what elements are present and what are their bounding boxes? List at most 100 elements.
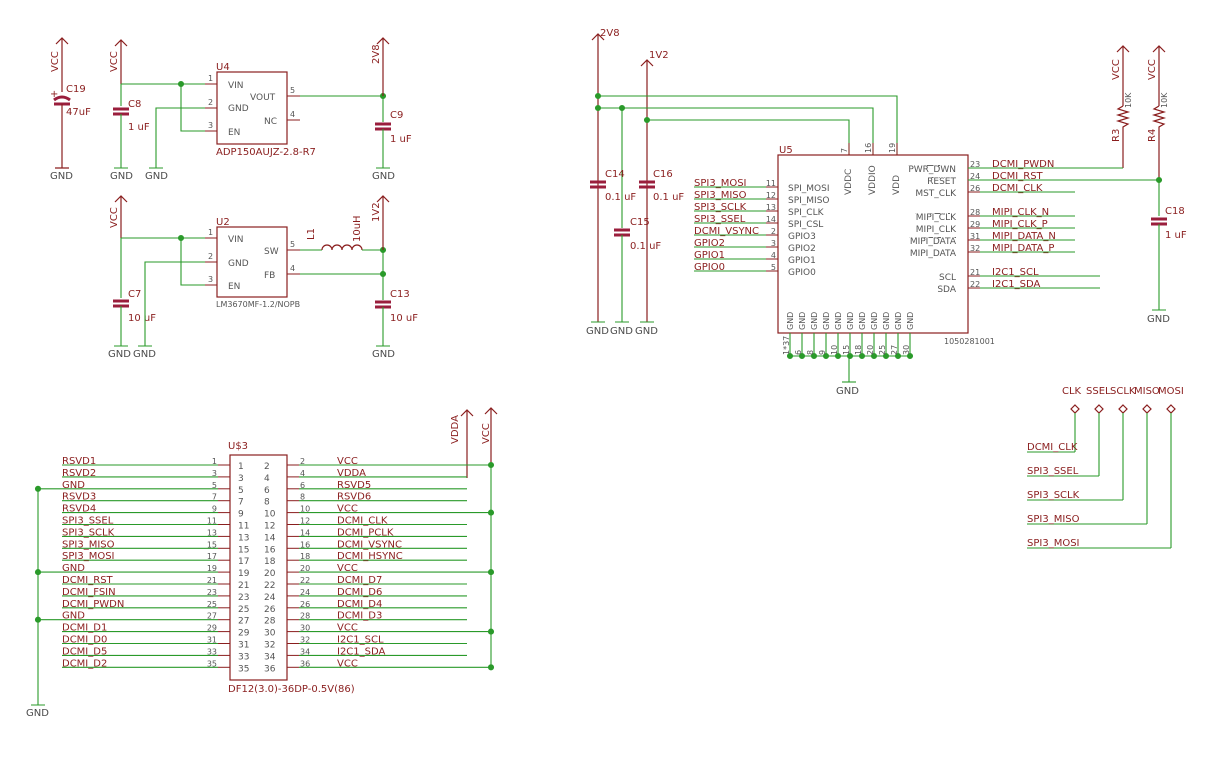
u5-pin-number: 11 bbox=[766, 179, 776, 188]
c19-value: 47uF bbox=[66, 107, 91, 118]
connector-pin-number: 12 bbox=[300, 517, 310, 526]
u4-part: ADP150AUJZ-2.8-R7 bbox=[216, 147, 316, 158]
connector-vcc-junction bbox=[487, 628, 495, 635]
connector-inner-pin: 29 bbox=[238, 629, 250, 639]
u2-part: LM3670MF-1.2/NOPB bbox=[216, 300, 300, 309]
connector-left-net-label: SPI3_SCLK bbox=[62, 527, 115, 538]
testpoint-pad bbox=[1166, 404, 1176, 414]
connector-inner-pin: 4 bbox=[264, 474, 270, 484]
u5-pin-name: GPIO3 bbox=[788, 232, 816, 242]
svg-text:3: 3 bbox=[208, 275, 213, 284]
u5-gnd-pin-name: GND bbox=[810, 312, 819, 330]
connector-pin-number: 20 bbox=[300, 564, 310, 573]
svg-text:5: 5 bbox=[290, 240, 295, 249]
connector-inner-pin: 14 bbox=[264, 533, 276, 543]
u5-gnd-pin-number: 30 bbox=[902, 345, 911, 355]
svg-text:EN: EN bbox=[228, 282, 240, 292]
connector-right-net-label: VCC bbox=[337, 658, 358, 669]
svg-text:NC: NC bbox=[264, 117, 277, 127]
connector-vcc-label: VCC bbox=[481, 423, 492, 444]
u2-vcc-label: VCC bbox=[109, 207, 120, 228]
svg-text:GND: GND bbox=[228, 259, 249, 269]
u5-pin-number: 14 bbox=[766, 215, 776, 224]
u4-regulator: VCC C8 1 uF GND GND U4 ADP150AUJZ-2.8-R7… bbox=[109, 37, 412, 182]
u5-name: U5 bbox=[779, 145, 793, 156]
u5-right-net-label: DCMI_CLK bbox=[992, 183, 1043, 194]
u5-pin-name: SPI_CSL bbox=[788, 220, 823, 230]
connector-pin-number: 14 bbox=[300, 528, 310, 537]
connector-right-net-label: RSVD5 bbox=[337, 480, 371, 491]
l1-name: L1 bbox=[306, 228, 317, 240]
connector-pin-number: 33 bbox=[207, 647, 217, 656]
connector-part: DF12(3.0)-36DP-0.5V(86) bbox=[228, 684, 355, 695]
u5-pin-number: 4 bbox=[771, 251, 776, 260]
u5-pin-number: 21 bbox=[970, 268, 980, 277]
u5-left-net-label: SPI3_SCLK bbox=[694, 202, 747, 213]
u5-pin-name: SCL bbox=[939, 273, 956, 283]
svg-text:VCC: VCC bbox=[1147, 59, 1158, 80]
svg-text:1: 1 bbox=[208, 228, 213, 237]
svg-text:GND: GND bbox=[1147, 314, 1170, 325]
u5-pin-number: 23 bbox=[970, 160, 980, 169]
connector-inner-pin: 2 bbox=[264, 462, 270, 472]
u5-pin-number: 5 bbox=[771, 263, 776, 272]
c9-gnd-label: GND bbox=[372, 171, 395, 182]
u2-name: U2 bbox=[216, 217, 230, 228]
connector-inner-pin: 28 bbox=[264, 617, 276, 627]
u4-name: U4 bbox=[216, 62, 230, 73]
connector-right-net-label: VCC bbox=[337, 623, 358, 634]
connector-vcc-junction bbox=[487, 509, 495, 516]
u5-gnd-pin-name: GND bbox=[870, 312, 879, 330]
u5-right-net-label: MIPI_DATA_P bbox=[992, 243, 1054, 254]
connector-right-net-label: DCMI_HSYNC bbox=[337, 551, 403, 562]
u5-pin-name: MIPI_DATA bbox=[910, 237, 957, 247]
connector-u3: U$3 DF12(3.0)-36DP-0.5V(86) VDDA VCC RSV… bbox=[26, 407, 498, 719]
connector-inner-pin: 21 bbox=[238, 581, 249, 591]
connector-inner-pin: 11 bbox=[238, 522, 249, 532]
connector-vcc-junction bbox=[487, 664, 495, 671]
connector-pin-number: 19 bbox=[207, 564, 217, 573]
u5-gnd-pin-number: 6 bbox=[794, 350, 803, 355]
connector-left-net-label: RSVD2 bbox=[62, 468, 96, 479]
u5-gnd-pin-number: 20 bbox=[866, 345, 875, 355]
connector-pin-number: 5 bbox=[212, 481, 217, 490]
c13-name: C13 bbox=[390, 289, 410, 300]
u5-pin-name: SPI_MOSI bbox=[788, 184, 830, 194]
connector-right-net-label: VCC bbox=[337, 456, 358, 467]
connector-left-net-label: GND bbox=[62, 480, 85, 491]
connector-pin-number: 36 bbox=[300, 659, 310, 668]
connector-pin-number: 34 bbox=[300, 647, 310, 656]
u5-gnd-pin-number: 1*37 bbox=[782, 336, 791, 355]
svg-text:FB: FB bbox=[264, 271, 275, 281]
connector-vdda-label: VDDA bbox=[450, 415, 461, 444]
u5-pin-name: SDA bbox=[937, 285, 956, 295]
connector-inner-pin: 33 bbox=[238, 652, 249, 662]
connector-pin-number: 25 bbox=[207, 600, 217, 609]
u5-gnd-pin-number: 18 bbox=[854, 345, 863, 355]
connector-inner-pin: 5 bbox=[238, 486, 244, 496]
testpoint-pad bbox=[1094, 404, 1104, 414]
connector-left-net-label: DCMI_D5 bbox=[62, 646, 107, 657]
connector-inner-pin: 20 bbox=[264, 569, 276, 579]
connector-pin-number: 1 bbox=[212, 457, 217, 466]
l1-inductor bbox=[321, 244, 363, 251]
c16-value: 0.1 uF bbox=[653, 192, 684, 203]
connector-pin-number: 16 bbox=[300, 540, 310, 549]
connector-pin-number: 2 bbox=[300, 457, 305, 466]
svg-text:VIN: VIN bbox=[228, 235, 244, 245]
connector-left-net-label: SPI3_MOSI bbox=[62, 551, 115, 562]
u2-regulator: VCC C7 10 uF GND GND U2 LM3670MF-1.2/NOP… bbox=[108, 195, 418, 360]
r4-value: 10K bbox=[1160, 92, 1169, 108]
u5-right-net-label: MIPI_DATA_N bbox=[992, 231, 1056, 242]
svg-text:VIN: VIN bbox=[228, 81, 244, 91]
c8-name: C8 bbox=[128, 99, 141, 110]
svg-text:VOUT: VOUT bbox=[250, 93, 276, 103]
connector-pin-number: 28 bbox=[300, 612, 310, 621]
testpoint-pad bbox=[1142, 404, 1152, 414]
connector-pin-number: 4 bbox=[300, 469, 305, 478]
u5-part: 1050281001 bbox=[944, 337, 995, 346]
connector-pin-number: 21 bbox=[207, 576, 217, 585]
connector-inner-pin: 23 bbox=[238, 593, 249, 603]
